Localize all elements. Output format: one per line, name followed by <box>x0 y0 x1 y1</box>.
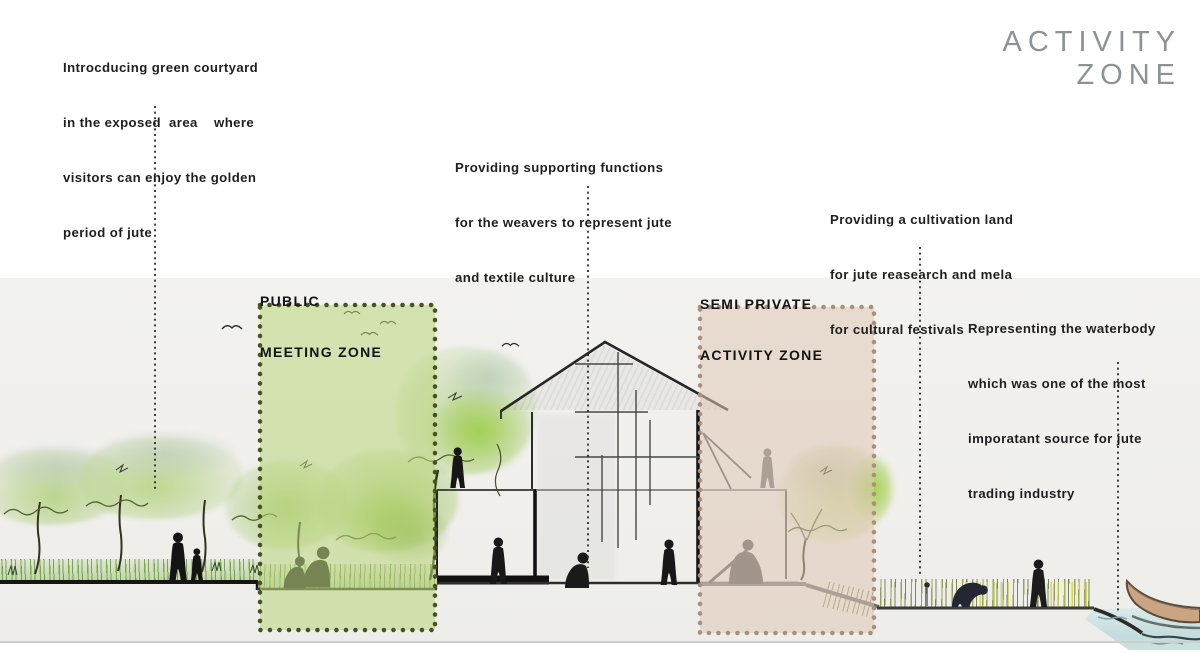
page-title: ACTIVITY ZONE <box>1002 26 1181 91</box>
scan-bottom-edge <box>0 641 1200 643</box>
annotation-cultivation-land: Providing a cultivation land for jute re… <box>830 211 1014 338</box>
hanging-jute-threads <box>601 352 651 548</box>
large-tree-canopy <box>450 350 528 406</box>
jute-cultivation-grass <box>1048 582 1090 607</box>
boat <box>1125 578 1200 630</box>
annotation-waterbody: Representing the waterbody which was one… <box>968 320 1156 502</box>
annotation-leader-lines <box>154 106 1119 612</box>
annotation-supporting-functions: Providing supporting functions for the w… <box>455 159 672 286</box>
label-semi-private-zone: SEMI PRIVATE ACTIVITY ZONE <box>700 296 824 363</box>
tree-canopy <box>96 430 236 478</box>
public-meeting-zone-rect <box>257 302 438 633</box>
roof <box>500 340 729 413</box>
shore-slope <box>1093 607 1144 635</box>
annotation-green-courtyard: Introcducing green courtyard in the expo… <box>63 59 259 241</box>
semi-private-zone-rect <box>697 304 877 636</box>
water-edge <box>1141 632 1200 641</box>
grass-tufts <box>7 560 260 576</box>
hanging-vine <box>494 443 502 497</box>
label-public-meeting-zone: PUBLIC MEETING ZONE <box>260 293 383 360</box>
seed-head <box>924 582 930 588</box>
